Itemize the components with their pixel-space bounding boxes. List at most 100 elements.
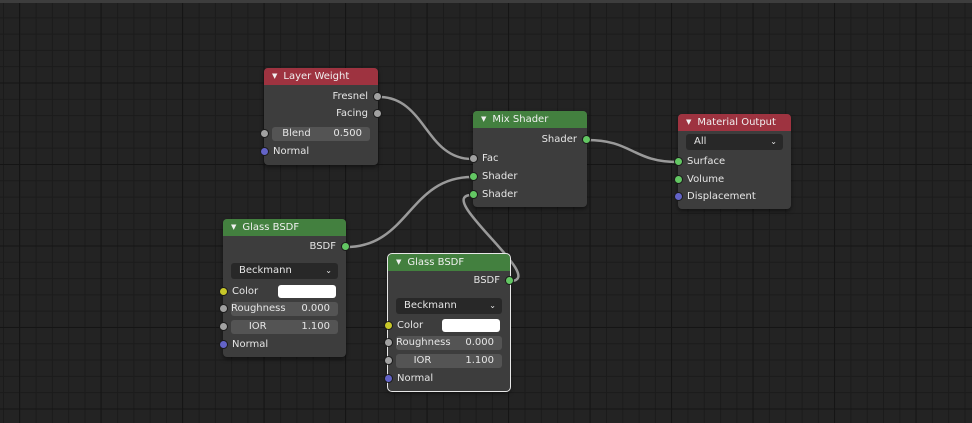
socket-label: Shader [541, 134, 577, 145]
field-value: 0.000 [301, 303, 330, 314]
socket-surface-icon[interactable] [674, 157, 683, 166]
input-color: Color [384, 318, 510, 334]
color-swatch[interactable] [278, 285, 336, 298]
node-title: Glass BSDF [407, 257, 465, 268]
chevron-down-icon: ⌄ [770, 137, 777, 146]
socket-blend-icon[interactable] [260, 129, 269, 138]
input-color: Color [219, 284, 346, 300]
roughness-field[interactable]: Roughness 0.000 [231, 302, 338, 316]
glass-bsdf-node-2[interactable]: ▼ Glass BSDF BSDF Beckmann ⌄ Color Roughne… [384, 253, 514, 392]
output-facing: Facing [264, 106, 382, 122]
collapse-triangle-icon[interactable]: ▼ [272, 72, 278, 80]
socket-label: Shader [482, 189, 518, 200]
ior-field[interactable]: IOR 1.100 [396, 354, 502, 368]
material-output-node[interactable]: ▼ Material Output All ⌄ Surface Volume Dis… [674, 114, 791, 209]
socket-normal-icon[interactable] [219, 340, 228, 349]
field-label: IOR [248, 321, 267, 332]
node-title: Mix Shader [492, 114, 549, 125]
socket-color-icon[interactable] [384, 321, 393, 330]
field-value: 1.100 [465, 355, 494, 366]
node-title: Material Output [697, 117, 776, 128]
dropdown-value: All [694, 136, 707, 147]
socket-label: Volume [687, 174, 725, 185]
dropdown-value: Beckmann [239, 265, 292, 276]
socket-facing-icon[interactable] [373, 109, 382, 118]
socket-normal-icon[interactable] [260, 147, 269, 156]
socket-roughness-icon[interactable] [384, 338, 393, 347]
socket-label: BSDF [309, 241, 336, 252]
socket-bsdf-icon[interactable] [341, 242, 350, 251]
color-swatch[interactable] [442, 319, 500, 332]
socket-label: Facing [336, 108, 368, 119]
collapse-triangle-icon[interactable]: ▼ [231, 223, 237, 231]
input-ior: IOR 1.100 [384, 353, 510, 369]
socket-label: Shader [482, 171, 518, 182]
distribution-dropdown[interactable]: Beckmann ⌄ [396, 298, 502, 314]
field-value: 1.100 [301, 321, 330, 332]
collapse-triangle-icon[interactable]: ▼ [481, 115, 487, 123]
input-surface: Surface [674, 154, 791, 170]
socket-normal-icon[interactable] [384, 374, 393, 383]
socket-volume-icon[interactable] [674, 175, 683, 184]
socket-shader-out-icon[interactable] [582, 135, 591, 144]
field-label: IOR [413, 355, 432, 366]
socket-fresnel-icon[interactable] [373, 92, 382, 101]
socket-displacement-icon[interactable] [674, 192, 683, 201]
input-displacement: Displacement [674, 189, 791, 205]
editor-header-edge [0, 0, 972, 3]
input-volume: Volume [674, 172, 791, 188]
target-dropdown[interactable]: All ⌄ [686, 134, 783, 150]
field-value: 0.000 [465, 337, 494, 348]
socket-ior-icon[interactable] [219, 322, 228, 331]
node-link[interactable] [378, 95, 473, 161]
socket-fac-icon[interactable] [469, 154, 478, 163]
socket-color-icon[interactable] [219, 287, 228, 296]
chevron-down-icon: ⌄ [489, 301, 496, 310]
socket-label: Fac [482, 153, 499, 164]
socket-label: Surface [687, 156, 726, 167]
collapse-triangle-icon[interactable]: ▼ [686, 118, 692, 126]
collapse-triangle-icon[interactable]: ▼ [396, 258, 402, 266]
socket-roughness-icon[interactable] [219, 304, 228, 313]
socket-label: Normal [232, 339, 269, 350]
output-bsdf: BSDF [223, 239, 350, 255]
node-link[interactable] [586, 138, 679, 164]
node-header[interactable]: ▼ Material Output [678, 114, 791, 131]
field-value: 0.500 [333, 128, 362, 139]
socket-label: Normal [273, 146, 310, 157]
node-title: Glass BSDF [242, 222, 300, 233]
node-header[interactable]: ▼ Mix Shader [473, 111, 587, 128]
dropdown-value: Beckmann [404, 300, 457, 311]
socket-label: Fresnel [332, 91, 368, 102]
output-bsdf: BSDF [388, 273, 514, 289]
socket-label: Color [397, 320, 424, 331]
glass-bsdf-node-1[interactable]: ▼ Glass BSDF BSDF Beckmann ⌄ Color Roughne… [219, 219, 350, 357]
socket-ior-icon[interactable] [384, 356, 393, 365]
socket-bsdf-icon[interactable] [505, 276, 514, 285]
input-roughness: Roughness 0.000 [219, 301, 346, 317]
node-link[interactable] [345, 175, 473, 249]
socket-shader-icon[interactable] [469, 172, 478, 181]
chevron-down-icon: ⌄ [325, 266, 332, 275]
node-header[interactable]: ▼ Glass BSDF [223, 219, 346, 236]
input-normal: Normal [384, 371, 510, 387]
ior-field[interactable]: IOR 1.100 [231, 320, 338, 334]
node-header[interactable]: ▼Layer Weight [264, 68, 378, 85]
output-fresnel: Fresnel [264, 89, 382, 105]
field-label: Roughness [231, 303, 286, 314]
socket-label: BSDF [473, 275, 500, 286]
socket-shader-icon[interactable] [469, 190, 478, 199]
input-ior: IOR 1.100 [219, 319, 346, 335]
node-header[interactable]: ▼ Glass BSDF [388, 254, 510, 271]
distribution-dropdown[interactable]: Beckmann ⌄ [231, 263, 338, 279]
node-link[interactable] [462, 193, 520, 283]
mix-shader-node[interactable]: ▼ Mix Shader Shader Fac Shader Shader [469, 111, 591, 207]
input-shader-1: Shader [469, 169, 587, 185]
